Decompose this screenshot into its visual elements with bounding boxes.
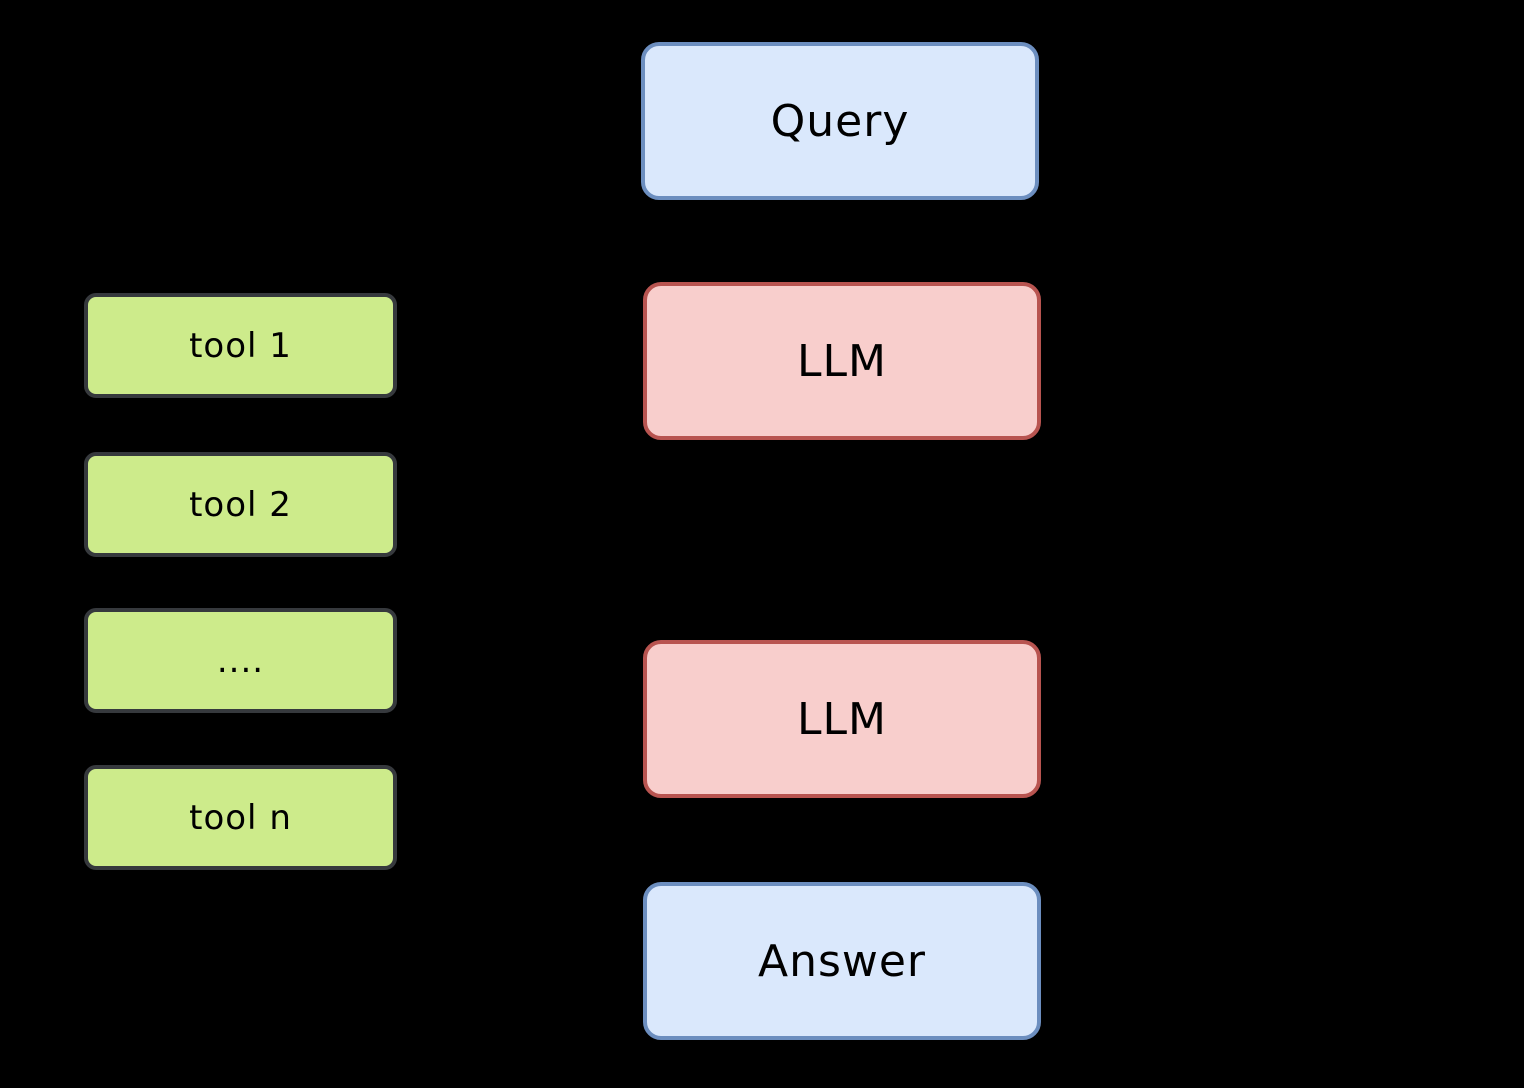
tool-1-node: tool 1 — [84, 293, 397, 398]
tool-ellipsis-node-label: .... — [216, 640, 265, 681]
answer-node: Answer — [643, 882, 1041, 1040]
llm-top-node: LLM — [643, 282, 1041, 440]
answer-node-label: Answer — [757, 935, 927, 987]
tool-n-node: tool n — [84, 765, 397, 870]
tool-1-node-label: tool 1 — [189, 325, 292, 366]
tool-n-node-label: tool n — [189, 797, 292, 838]
llm-bottom-node-label: LLM — [797, 693, 887, 745]
query-node-label: Query — [770, 95, 910, 147]
tool-2-node: tool 2 — [84, 452, 397, 557]
tool-2-node-label: tool 2 — [189, 484, 292, 525]
llm-top-node-label: LLM — [797, 335, 887, 387]
llm-bottom-node: LLM — [643, 640, 1041, 798]
query-node: Query — [641, 42, 1039, 200]
tool-ellipsis-node: .... — [84, 608, 397, 713]
